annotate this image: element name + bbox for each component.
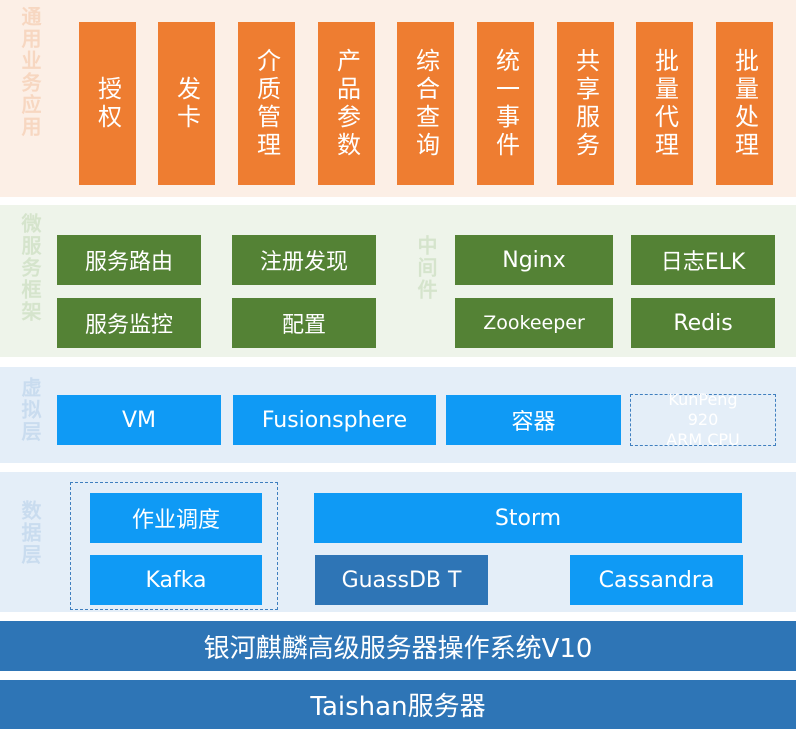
app-item-batch-processing: 批量处理 [716,22,773,185]
micro-item-configuration: 配置 [232,298,376,348]
application-layer: 通用业务应用 授权 发卡 介质管理 产品参数 综合查询 统一事件 共享服务 批量… [0,0,796,197]
os-bar: 银河麒麟高级服务器操作系统V10 [0,621,796,671]
middleware-item-redis: Redis [631,298,775,348]
middleware-item-zookeeper: Zookeeper [455,298,613,348]
app-item-batch-agent: 批量代理 [636,22,693,185]
virtual-item-vm: VM [57,395,221,445]
cpu-line-2: 920 [687,410,719,429]
app-item-authorization: 授权 [79,22,136,185]
app-item-unified-events: 统一事件 [477,22,534,185]
middleware-item-nginx: Nginx [455,235,613,285]
virtualization-layer: 虚拟层 VM Fusionsphere 容器 KunPeng 920 ARM C… [0,367,796,463]
microservice-layer-label: 微服务框架 [18,213,42,323]
server-bar: Taishan服务器 [0,680,796,729]
cpu-line-3: ARM CPU [666,430,740,449]
data-item-cassandra: Cassandra [570,555,743,605]
middleware-label: 中间件 [414,235,438,301]
cpu-placeholder-box: KunPeng 920 ARM CPU [630,390,776,449]
app-item-media-management: 介质管理 [238,22,295,185]
data-layer: 数据层 作业调度 Kafka Storm GuassDB T Cassandra [0,472,796,612]
microservice-layer: 微服务框架 服务路由 注册发现 服务监控 配置 中间件 Nginx 日志ELK … [0,205,796,357]
data-item-storm: Storm [314,493,742,543]
middleware-item-elk: 日志ELK [631,235,775,285]
micro-item-service-routing: 服务路由 [57,235,201,285]
scheduling-group-box [70,482,278,610]
virtual-item-container: 容器 [446,395,621,445]
app-item-product-parameters: 产品参数 [318,22,375,185]
app-item-shared-services: 共享服务 [557,22,614,185]
data-item-job-scheduling: 作业调度 [90,493,262,543]
app-item-card-issuing: 发卡 [158,22,215,185]
micro-item-registry-discovery: 注册发现 [232,235,376,285]
virtualization-layer-label: 虚拟层 [18,377,42,443]
micro-item-service-monitoring: 服务监控 [57,298,201,348]
cpu-line-1: KunPeng [668,390,738,409]
data-layer-label: 数据层 [18,500,42,566]
application-layer-label: 通用业务应用 [18,6,42,138]
app-item-comprehensive-query: 综合查询 [397,22,454,185]
data-item-kafka: Kafka [90,555,262,605]
virtual-item-fusionsphere: Fusionsphere [233,395,436,445]
data-item-gaussdb: GuassDB T [315,555,488,605]
